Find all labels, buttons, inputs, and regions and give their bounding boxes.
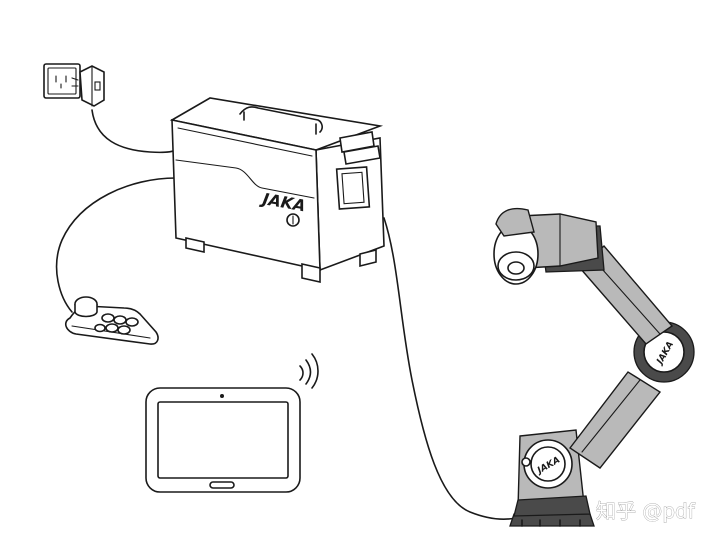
power-outlet bbox=[43, 63, 81, 99]
power-cable bbox=[91, 109, 177, 154]
control-cabinet: JAKA bbox=[169, 97, 385, 283]
wifi-icon bbox=[299, 353, 319, 389]
tablet bbox=[145, 387, 301, 493]
cables bbox=[55, 109, 517, 520]
pendant-cable bbox=[55, 177, 177, 313]
tablet-home-button bbox=[209, 481, 235, 489]
robot-arm: JAKA JAKA bbox=[493, 207, 695, 527]
robot-cable bbox=[383, 217, 517, 520]
watermark-text: 知乎 @pdf bbox=[596, 499, 696, 523]
tablet-screen bbox=[157, 401, 289, 479]
power-adapter bbox=[71, 65, 105, 107]
teach-pendant bbox=[64, 296, 159, 345]
